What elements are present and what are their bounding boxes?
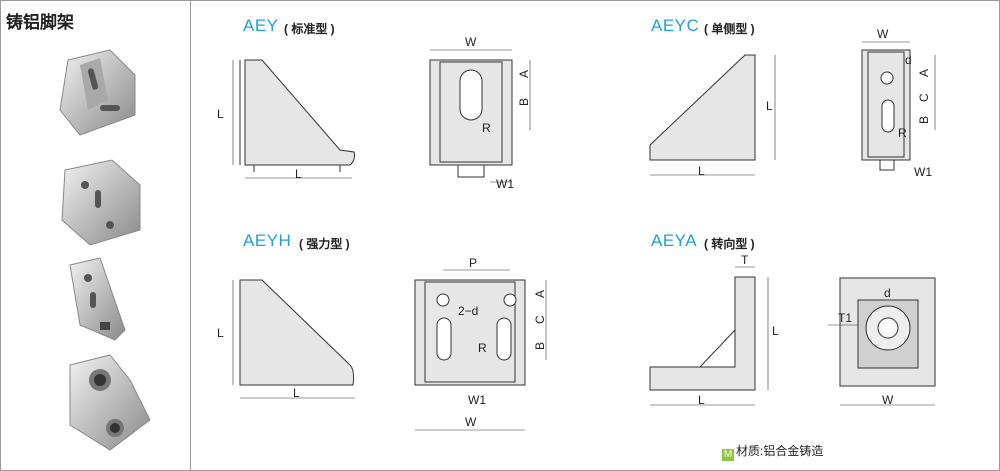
aeyh-l-vert: L [217,326,224,340]
aeyc-b: B [917,116,931,124]
aey-r: R [482,121,491,135]
section-aeyc-type: ( 单侧型 ) [704,22,755,36]
aey-w: W [465,35,477,49]
aeyc-c: C [917,93,931,102]
aeya-l-vert: L [772,324,779,338]
aeyh-side-view: L L [217,279,355,400]
aeyc-w1: W1 [914,165,932,179]
aeyh-w: W [465,415,477,429]
section-aeyh-code: AEYH [243,231,292,250]
aeyc-w: W [877,27,889,41]
aey-a: A [517,70,531,78]
aeyh-r: R [478,341,487,355]
aeya-w: W [882,393,894,407]
section-aeya-code: AEYA [651,231,698,250]
aeya-l-horiz: L [698,393,705,407]
photo-aeya [69,354,151,451]
material-badge: M [722,449,734,461]
section-aeyh-type: ( 强力型 ) [299,237,350,251]
aeyc-l-vert: L [766,99,773,113]
aey-l-horiz: L [295,167,302,181]
aey-l-vert: L [217,107,224,121]
section-aey-code: AEY [243,16,279,35]
aey-front-view: W A B R W1 [429,35,531,191]
material-text: 材质:铝合金铸造 [736,444,824,458]
aeya-side-view: T L L [649,253,779,407]
aeyc-a: A [917,69,931,77]
product-photos [59,49,151,451]
aeyc-side-view: L L [649,54,776,178]
aeyh-w1: W1 [468,393,486,407]
aeya-front-view: d T1 W [828,277,936,407]
photo-aey [59,49,136,136]
aeyc-r: R [898,126,907,140]
aeyh-p: P [469,256,477,270]
aeyc-d: d [905,53,912,67]
aey-side-view: L L [217,59,355,181]
aeyh-l-horiz: L [293,386,300,400]
sidebar-title: 铸铝脚架 [6,13,74,32]
aeyc-l-horiz: L [698,164,705,178]
aeyh-c: C [533,315,547,324]
aeyh-2d: 2−d [458,304,478,318]
column-divider [190,0,191,471]
aeyh-a: A [533,290,547,298]
aeyc-front-view: W d A C B R W1 [861,27,936,179]
aeya-t: T [741,253,749,267]
aeyh-front-view: P 2−d R A C B W1 W [414,256,547,431]
section-aeya-type: ( 转向型 ) [704,237,755,251]
section-aeyc-code: AEYC [651,16,700,35]
aeya-t1: T1 [838,311,852,325]
aeyh-b: B [533,342,547,350]
aeya-d: d [884,286,891,300]
photo-aeyc [69,257,126,341]
photo-aeyh [61,159,141,246]
aey-b: B [517,98,531,106]
section-aey-type: ( 标准型 ) [284,22,335,36]
aey-w1: W1 [496,177,514,191]
